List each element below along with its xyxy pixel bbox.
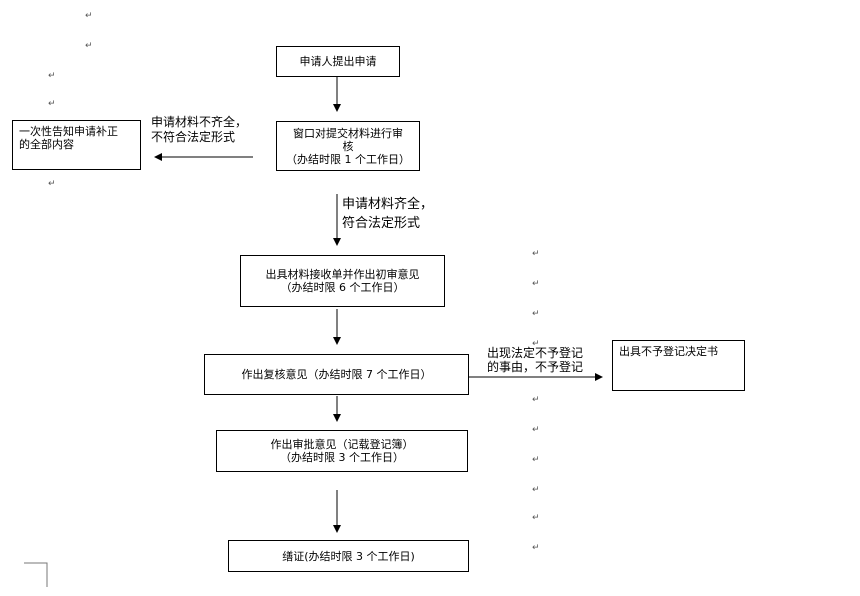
notify-line1: 一次性告知申请补正 xyxy=(19,125,118,138)
paragraph-mark: ↵ xyxy=(532,455,540,465)
paragraph-mark: ↵ xyxy=(532,279,540,289)
paragraph-mark: ↵ xyxy=(48,71,56,81)
incomplete-label-line2: 不符合法定形式 xyxy=(151,130,236,144)
paragraph-mark: ↵ xyxy=(85,11,93,21)
apply-box: 申请人提出申请 xyxy=(276,46,400,77)
complete-label-line1: 申请材料齐全， xyxy=(342,197,434,212)
reject-reason-line2: 的事由，不予登记 xyxy=(487,360,584,374)
page-corner-mark xyxy=(24,562,48,587)
incomplete-label: 申请材料不齐全， 不符合法定形式 xyxy=(151,115,247,145)
paragraph-mark: ↵ xyxy=(532,249,540,259)
notify-box: 一次性告知申请补正 的全部内容 xyxy=(12,120,141,170)
certificate-box: 缮证(办结时限 3 个工作日) xyxy=(228,540,469,572)
reject-text: 出具不予登记决定书 xyxy=(619,345,718,358)
review-box: 窗口对提交材料进行审 核 （办结时限 1 个工作日） xyxy=(276,121,420,171)
review-line2: 核 xyxy=(342,139,354,153)
paragraph-mark: ↵ xyxy=(532,485,540,495)
reject-reason-label: 出现法定不予登记 的事由，不予登记 xyxy=(487,346,583,374)
paragraph-mark: ↵ xyxy=(85,41,93,51)
recheck-box: 作出复核意见（办结时限 7 个工作日） xyxy=(204,354,469,395)
approve-line1: 作出审批意见（记载登记簿） xyxy=(270,438,414,451)
paragraph-mark: ↵ xyxy=(532,513,540,523)
notify-line2: 的全部内容 xyxy=(19,138,74,151)
receipt-line1: 出具材料接收单并作出初审意见 xyxy=(265,268,420,281)
receipt-line2: （办结时限 6 个工作日） xyxy=(280,281,405,294)
paragraph-mark: ↵ xyxy=(48,99,56,109)
reject-box: 出具不予登记决定书 xyxy=(612,340,745,391)
reject-reason-line1: 出现法定不予登记 xyxy=(487,346,584,360)
recheck-text: 作出复核意见（办结时限 7 个工作日） xyxy=(241,368,432,381)
review-line3: （办结时限 1 个工作日） xyxy=(286,152,410,166)
paragraph-mark: ↵ xyxy=(532,309,540,319)
paragraph-mark: ↵ xyxy=(48,179,56,189)
receipt-box: 出具材料接收单并作出初审意见 （办结时限 6 个工作日） xyxy=(240,255,445,307)
apply-text: 申请人提出申请 xyxy=(299,55,377,68)
paragraph-mark: ↵ xyxy=(532,339,540,349)
paragraph-mark: ↵ xyxy=(532,425,540,435)
complete-label: 申请材料齐全， 符合法定形式 xyxy=(342,195,433,233)
complete-label-line2: 符合法定形式 xyxy=(342,216,421,231)
incomplete-label-line1: 申请材料不齐全， xyxy=(151,115,248,129)
paragraph-mark: ↵ xyxy=(532,543,540,553)
approve-box: 作出审批意见（记载登记簿） （办结时限 3 个工作日） xyxy=(216,430,468,472)
paragraph-mark: ↵ xyxy=(532,395,540,405)
review-line1: 窗口对提交材料进行审 xyxy=(293,126,403,140)
approve-line2: （办结时限 3 个工作日） xyxy=(280,451,404,464)
certificate-text: 缮证(办结时限 3 个工作日) xyxy=(282,549,415,563)
